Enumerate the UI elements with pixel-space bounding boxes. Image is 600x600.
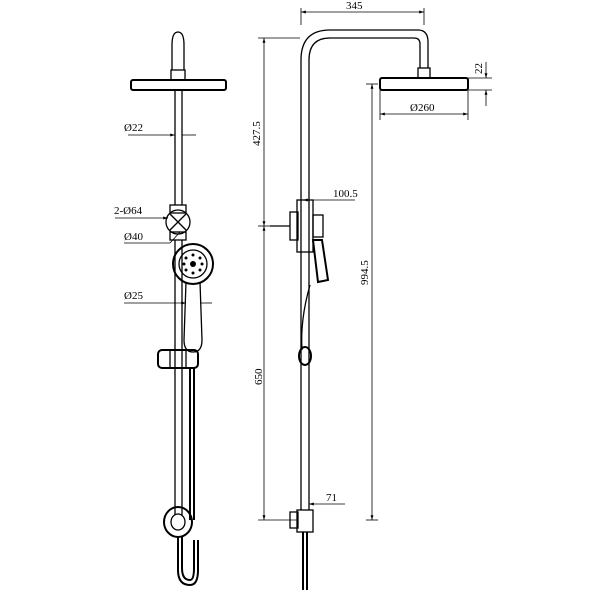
dim-w100-5: 100.5 (333, 188, 358, 200)
dim-h427-5: 427.5 (251, 121, 263, 146)
front-hand-shower-nozzles (182, 253, 204, 275)
side-diverter (296, 199, 314, 253)
dim-w345: 345 (346, 0, 363, 12)
front-view: Ø22 2-Ø64 Ø40 Ø25 (114, 31, 227, 587)
dim-2-d64: 2-Ø64 (114, 205, 143, 217)
dim-d260: Ø260 (410, 102, 435, 114)
dim-h650: 650 (253, 368, 265, 385)
dim-d22: Ø22 (124, 122, 143, 134)
dim-d40: Ø40 (124, 231, 143, 243)
front-slider-holder (157, 349, 199, 369)
front-head-nut (170, 69, 186, 81)
front-hand-shower-handle (183, 281, 203, 353)
dim-h994-5: 994.5 (359, 260, 371, 285)
side-overhead-arm (300, 29, 429, 68)
dim-h22: 22 (473, 63, 485, 74)
dim-d25: Ø25 (124, 290, 143, 302)
side-wall-elbow (296, 509, 314, 533)
side-shower-head (379, 77, 469, 91)
front-top-arm (171, 31, 185, 70)
front-hand-shower-head (172, 243, 214, 285)
front-wall-elbow (163, 506, 193, 538)
side-hand-shower (311, 239, 330, 284)
front-shower-head (130, 79, 227, 91)
side-view: 345 22 Ø260 427.5 100.5 994.5 650 71 (251, 0, 492, 590)
side-slider (298, 346, 312, 366)
dim-w71: 71 (326, 492, 337, 504)
